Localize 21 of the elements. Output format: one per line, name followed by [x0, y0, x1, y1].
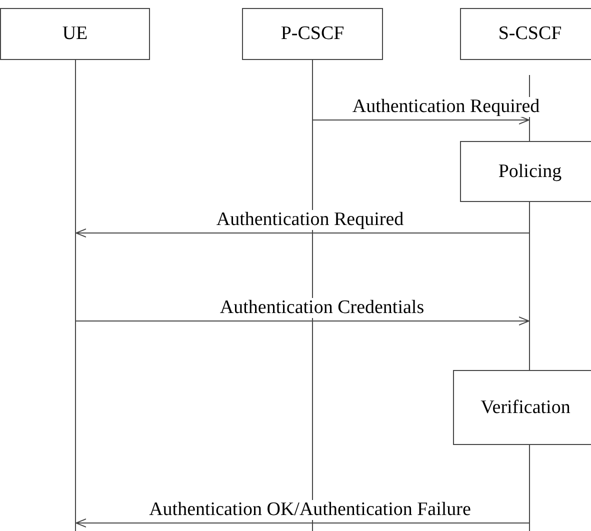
- message-arrow: [76, 518, 530, 528]
- node-label: UE: [62, 23, 88, 45]
- participant-box: [242, 8, 383, 60]
- edge-label: Authentication Required: [214, 210, 406, 230]
- node-label: Policing: [498, 160, 562, 182]
- node-label: S-CSCF: [498, 23, 562, 45]
- message-arrow: [76, 316, 530, 326]
- node-label: P-CSCF: [280, 23, 344, 45]
- participant-box: [460, 8, 591, 60]
- process-box: [460, 141, 591, 202]
- lifeline: [312, 60, 313, 531]
- participant-box: [0, 8, 150, 60]
- lifeline: [75, 60, 76, 531]
- process-box: [453, 370, 591, 445]
- node-label: Verification: [480, 396, 570, 418]
- message-arrow: [312, 116, 530, 124]
- edge-label: Authentication OK/Authentication Failure: [147, 500, 473, 520]
- lifeline: [529, 75, 530, 531]
- edge-label: Authentication Required: [350, 97, 542, 117]
- message-arrow: [76, 228, 530, 238]
- edge-label: Authentication Credentials: [218, 298, 426, 318]
